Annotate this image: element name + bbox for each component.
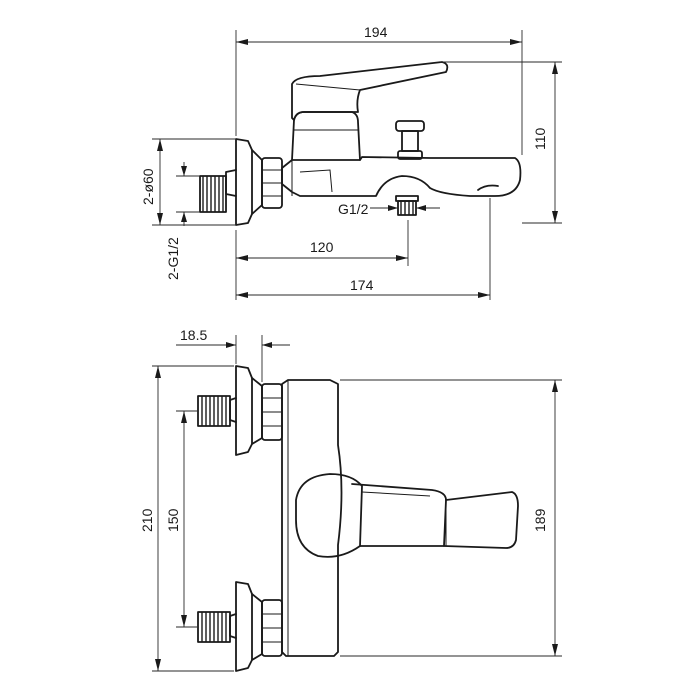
dim-2-diameter-60-label: 2-ø60 [140,168,156,205]
lower-inlet-assembly [197,581,283,672]
dim-overall-width: 194 [236,24,522,45]
outlet-thread-top [395,195,419,216]
dim-2-g12-label: 2-G1/2 [165,237,181,280]
dim-body-length: 174 [236,277,490,298]
vertical-body [281,379,343,657]
upper-inlet-assembly [197,365,283,456]
dim-g12-outlet-label: G1/2 [338,201,369,217]
dim-outlet-thread: G1/2 [338,201,440,217]
dim-overall-height-top: 110 [532,62,558,223]
dim-inlet-thread: 2-G1/2 [165,162,187,280]
dim-174-label: 174 [350,277,374,293]
dim-110-label: 110 [532,127,548,150]
dim-210-label: 210 [139,508,155,532]
cartridge-column-top [291,111,361,161]
dim-189-label: 189 [532,508,548,532]
dim-inlet-offset: 18.5 [176,327,290,348]
wall-flange-top [235,138,253,226]
dim-150-label: 150 [165,508,181,532]
inlet-thread-top [199,169,237,213]
dim-inlet-spacing: 150 [165,411,187,627]
diverter-knob-top [395,120,425,160]
dim-inlet-diameter: 2-ø60 [140,139,163,225]
mixer-body-top [281,156,522,197]
top-view: 194 110 2-ø60 2-G1/2 [140,24,562,300]
lever-handle-top [291,61,449,121]
dim-body-height: 189 [532,380,558,656]
handle-dome [295,473,363,558]
dim-18-5-label: 18.5 [180,327,207,343]
dim-120-label: 120 [310,239,334,255]
lever-front [351,483,447,547]
front-view: 18.5 210 150 189 [139,327,562,672]
flange-cone-top [251,149,263,215]
dim-overall-height-front: 210 [139,366,161,671]
dim-center-to-outlet: 120 [236,239,408,261]
dim-194-label: 194 [364,24,388,40]
